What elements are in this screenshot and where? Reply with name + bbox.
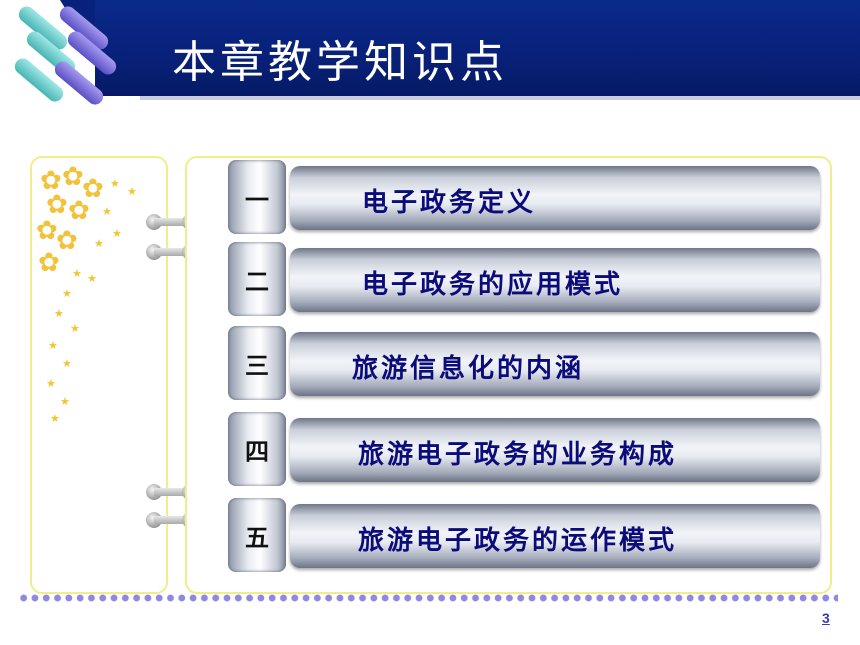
flower-icon: ✿ xyxy=(36,216,58,246)
topic-number-box: 四 xyxy=(228,412,286,486)
topic-label: 旅游信息化的内涵 xyxy=(352,354,585,384)
topic-label-bar: 旅游电子政务的业务构成 xyxy=(290,418,820,482)
topic-number-box: 五 xyxy=(228,498,286,572)
star-icon: ★ xyxy=(46,377,56,390)
topic-label: 旅游电子政务的业务构成 xyxy=(358,440,678,470)
flower-icon: ✿ xyxy=(38,248,60,278)
flower-icon: ✿ xyxy=(82,174,104,204)
topic-label-bar: 旅游信息化的内涵 xyxy=(290,332,820,396)
topic-number: 一 xyxy=(245,184,269,214)
page-number[interactable]: 3 xyxy=(822,610,830,626)
topic-number: 五 xyxy=(245,522,269,552)
star-icon: ★ xyxy=(94,237,104,250)
topic-number: 四 xyxy=(245,436,269,466)
star-icon: ★ xyxy=(48,339,58,352)
topic-label: 电子政务定义 xyxy=(362,188,537,218)
dotted-divider xyxy=(18,593,838,603)
banner-underline xyxy=(140,96,860,100)
star-icon: ★ xyxy=(110,177,120,190)
flower-icon: ✿ xyxy=(62,162,84,192)
topic-label-bar: 电子政务的应用模式 xyxy=(290,248,820,312)
star-icon: ★ xyxy=(60,395,70,408)
star-icon: ★ xyxy=(62,357,72,370)
header-banner: 本章教学知识点 xyxy=(0,0,860,118)
star-icon: ★ xyxy=(112,227,122,240)
star-icon: ★ xyxy=(102,205,112,218)
banner-background xyxy=(95,0,860,96)
topic-number: 二 xyxy=(245,266,269,296)
topic-number: 三 xyxy=(245,350,269,380)
flower-panel: ✿ ✿ ✿ ✿ ✿ ✿ ✿ ✿ ★ ★ ★ ★ ★ ★ ★ ★ ★ ★ ★ ★ … xyxy=(30,156,168,594)
topic-number-box: 二 xyxy=(228,242,286,316)
star-icon: ★ xyxy=(62,287,72,300)
topic-item-2[interactable]: 二 电子政务的应用模式 xyxy=(228,240,820,318)
star-icon: ★ xyxy=(127,185,137,198)
topic-number-box: 一 xyxy=(228,160,286,234)
flower-icon: ✿ xyxy=(68,196,90,226)
star-icon: ★ xyxy=(87,272,97,285)
flower-icon: ✿ xyxy=(56,226,78,256)
topic-label: 旅游电子政务的运作模式 xyxy=(358,526,678,556)
star-icon: ★ xyxy=(70,322,80,335)
star-icon: ★ xyxy=(54,307,64,320)
topic-label-bar: 电子政务定义 xyxy=(290,166,820,230)
star-icon: ★ xyxy=(72,267,82,280)
topic-label-bar: 旅游电子政务的运作模式 xyxy=(290,504,820,568)
topic-item-4[interactable]: 四 旅游电子政务的业务构成 xyxy=(228,410,820,488)
topic-item-5[interactable]: 五 旅游电子政务的运作模式 xyxy=(228,496,820,574)
star-icon: ★ xyxy=(50,412,60,425)
topic-label: 电子政务的应用模式 xyxy=(362,270,624,300)
topic-item-3[interactable]: 三 旅游信息化的内涵 xyxy=(228,324,820,402)
flower-icon: ✿ xyxy=(46,190,68,220)
topic-item-1[interactable]: 一 电子政务定义 xyxy=(228,158,820,236)
page-title: 本章教学知识点 xyxy=(172,37,508,88)
topic-number-box: 三 xyxy=(228,326,286,400)
flower-icon: ✿ xyxy=(40,166,62,196)
